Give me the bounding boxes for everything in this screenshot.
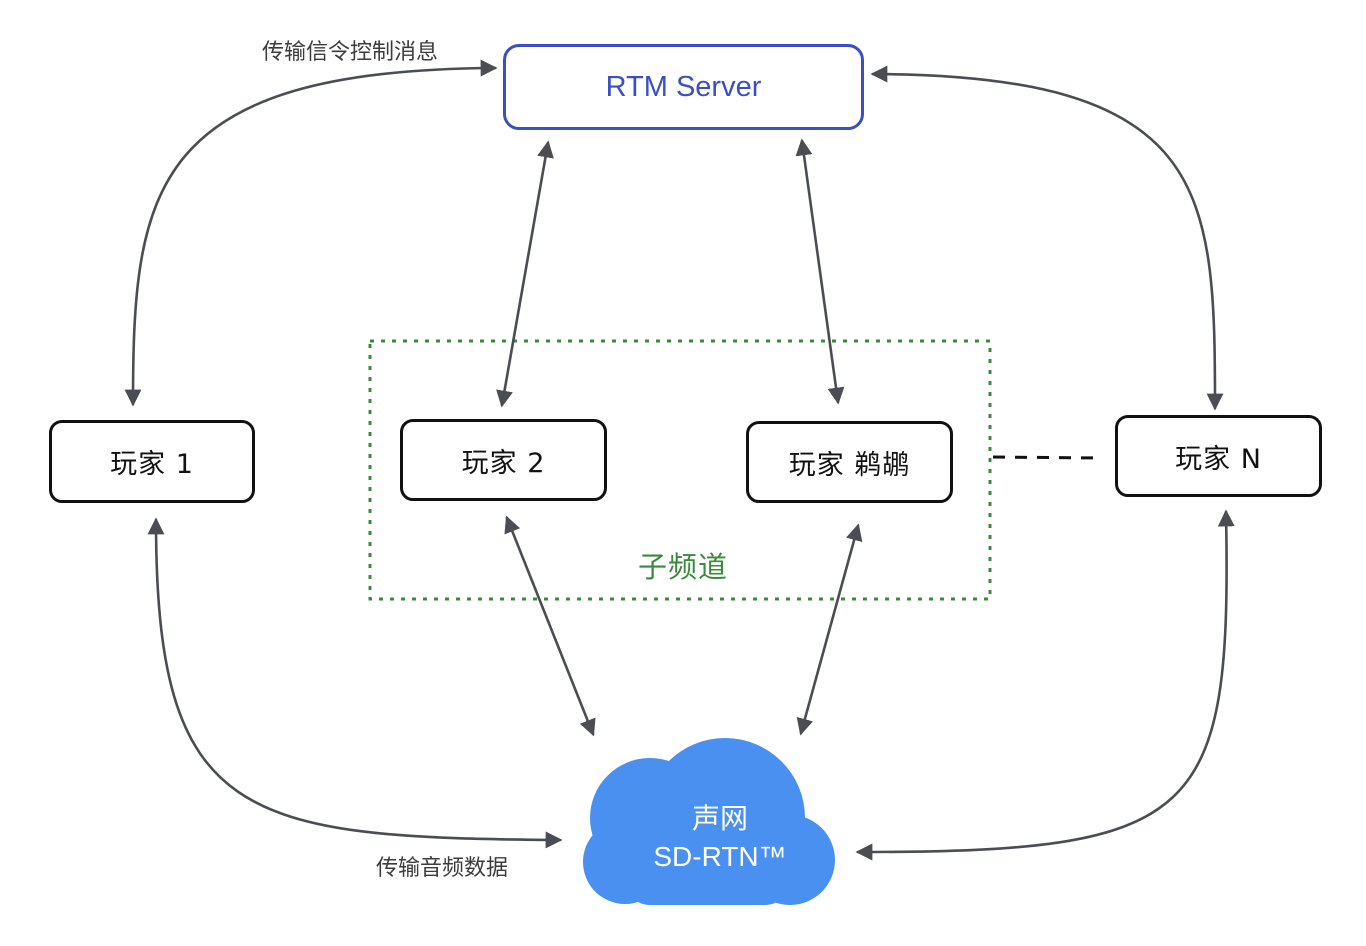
player-node-n: 玩家 N — [1115, 415, 1322, 497]
subchannel-region — [368, 339, 992, 601]
player-node-1: 玩家 1 — [49, 420, 255, 503]
player-node-2: 玩家 2 — [400, 419, 607, 501]
arrow-player3-server — [795, 138, 845, 405]
subchannel-label: 子频道 — [638, 550, 729, 584]
player-node-3: 玩家 鹈鹕 — [746, 421, 953, 503]
rtm-server-node: RTM Server — [503, 44, 864, 130]
cloud-label-line2: SD-RTN™ — [653, 841, 787, 872]
player-label-2: 玩家 2 — [461, 447, 546, 479]
player-label-n: 玩家 N — [1175, 443, 1262, 475]
arrow-player1-cloud — [147, 517, 563, 849]
sd-rtn-cloud-label: 声网 SD-RTN™ — [600, 800, 840, 876]
sd-rtn-cloud-icon — [583, 738, 835, 905]
audio-edge-label: 传输音频数据 — [376, 856, 509, 881]
arrow-player2-server — [496, 140, 554, 408]
arrow-player2-cloud — [504, 515, 596, 737]
arrow-player1-server — [124, 59, 498, 407]
arrow-player3-cloud — [796, 523, 863, 736]
cloud-label-line1: 声网 — [691, 803, 748, 834]
rtm-server-label: RTM Server — [605, 70, 762, 103]
arrow-playerN-server — [870, 65, 1224, 411]
player-dashed-link — [992, 455, 1101, 460]
arrow-playerN-cloud — [855, 509, 1235, 861]
player-label-3: 玩家 鹈鹕 — [788, 449, 911, 481]
player-label-1: 玩家 1 — [110, 449, 194, 480]
signaling-edge-label: 传输信令控制消息 — [262, 40, 439, 65]
